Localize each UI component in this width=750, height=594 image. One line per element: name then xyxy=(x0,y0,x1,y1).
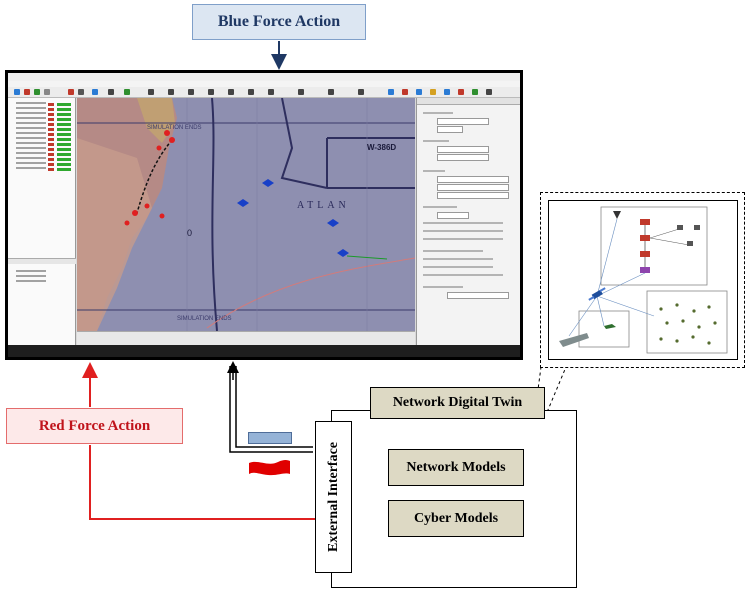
map-graphic: SIMULATION ENDS SIMULATION ENDS W-386D A… xyxy=(77,98,415,331)
red-force-label: Red Force Action xyxy=(38,418,151,434)
list-item[interactable] xyxy=(10,137,74,141)
map-banner-bottom: SIMULATION ENDS xyxy=(177,316,232,322)
toolbar-icon xyxy=(298,89,304,95)
status-bar xyxy=(8,345,520,357)
list-item[interactable] xyxy=(10,107,74,111)
toolbar-icon xyxy=(92,89,98,95)
link-screen-ext-2 xyxy=(235,366,313,448)
link-screen-ext-1 xyxy=(229,366,313,453)
toolbar-icon xyxy=(124,89,130,95)
map-control-bar[interactable] xyxy=(77,331,415,345)
network-framework-box xyxy=(331,410,577,588)
toolbar-icon xyxy=(458,89,464,95)
network-digital-twin-box: Network Digital Twin xyxy=(370,387,545,419)
blue-message-icon xyxy=(248,432,292,444)
toolbar-icon xyxy=(486,89,492,95)
list-item[interactable] xyxy=(10,132,74,136)
list-item[interactable] xyxy=(10,270,74,274)
toolbar-icon xyxy=(228,89,234,95)
panel-tabs[interactable] xyxy=(8,258,76,264)
toolbar-icon xyxy=(68,89,74,95)
list-item[interactable] xyxy=(10,162,74,166)
list-item[interactable] xyxy=(10,280,74,284)
toolbar-icon xyxy=(148,89,154,95)
map-area-label: W-386D xyxy=(367,143,396,152)
toolbar-icon xyxy=(78,89,84,95)
toolbar-icon xyxy=(44,89,50,95)
menubar xyxy=(8,81,520,87)
toolbar-icon xyxy=(208,89,214,95)
list-item[interactable] xyxy=(10,152,74,156)
toolbar-icon xyxy=(188,89,194,95)
list-item[interactable] xyxy=(10,127,74,131)
tactical-map[interactable]: SIMULATION ENDS SIMULATION ENDS W-386D A… xyxy=(77,98,415,331)
toolbar xyxy=(8,87,520,98)
entity-list-panel xyxy=(8,98,76,345)
topology-graphic xyxy=(559,206,728,354)
toolbar-icon xyxy=(416,89,422,95)
toolbar-icon xyxy=(444,89,450,95)
toolbar-icon xyxy=(34,89,40,95)
list-item[interactable] xyxy=(10,147,74,151)
external-interface-label: External Interface xyxy=(325,441,341,553)
toolbar-icon xyxy=(14,89,20,95)
cyber-models-label: Cyber Models xyxy=(413,511,499,526)
toolbar-icon xyxy=(108,89,114,95)
toolbar-icon xyxy=(388,89,394,95)
red-message-icon xyxy=(249,460,290,476)
list-item[interactable] xyxy=(10,102,74,106)
toolbar-icon xyxy=(430,89,436,95)
external-interface-box: External Interface xyxy=(315,421,352,573)
toolbar-icon xyxy=(472,89,478,95)
list-item[interactable] xyxy=(10,142,74,146)
list-item[interactable] xyxy=(10,112,74,116)
properties-tabs[interactable] xyxy=(417,98,520,105)
cyber-models-box: Cyber Models xyxy=(388,500,524,537)
network-models-label: Network Models xyxy=(406,460,506,475)
red-force-arrow-cyber xyxy=(89,445,387,527)
blue-force-label: Blue Force Action xyxy=(217,13,341,30)
network-digital-twin-label: Network Digital Twin xyxy=(392,395,523,410)
toolbar-icon xyxy=(328,89,334,95)
list-item[interactable] xyxy=(10,157,74,161)
list-item[interactable] xyxy=(10,275,74,279)
simulation-screenshot: SIMULATION ENDS SIMULATION ENDS W-386D A… xyxy=(5,70,523,360)
toolbar-icon xyxy=(268,89,274,95)
network-topology-view xyxy=(548,200,738,360)
toolbar-icon xyxy=(358,89,364,95)
map-grid-label: 0 xyxy=(187,228,192,238)
toolbar-icon xyxy=(248,89,254,95)
properties-panel xyxy=(416,98,520,345)
map-banner-top: SIMULATION ENDS xyxy=(147,125,202,131)
map-ocean-label: ATLAN xyxy=(297,200,350,211)
toolbar-icon xyxy=(402,89,408,95)
list-item[interactable] xyxy=(10,167,74,171)
list-item[interactable] xyxy=(10,122,74,126)
list-item[interactable] xyxy=(10,117,74,121)
blue-force-action-box: Blue Force Action xyxy=(192,4,366,40)
toolbar-icon xyxy=(168,89,174,95)
toolbar-icon xyxy=(24,89,30,95)
window-titlebar xyxy=(8,73,520,81)
network-models-box: Network Models xyxy=(388,449,524,486)
red-force-action-box: Red Force Action xyxy=(6,408,183,444)
